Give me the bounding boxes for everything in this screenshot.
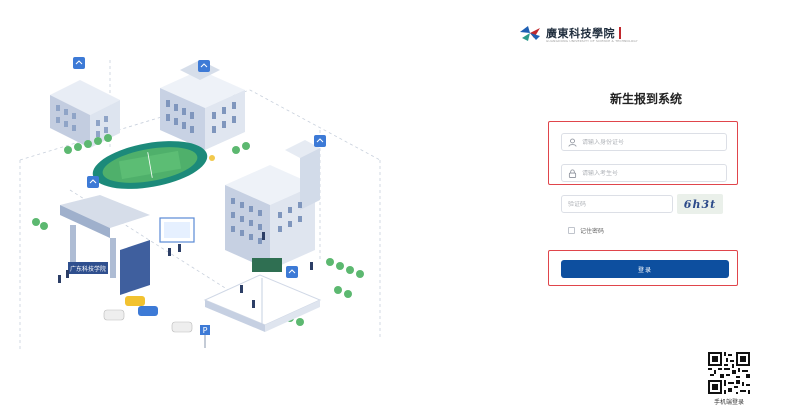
captcha-image[interactable]: 6h3t <box>677 194 723 214</box>
billboard <box>159 217 195 243</box>
highlight-frame-login <box>548 250 738 286</box>
captcha-input[interactable] <box>568 200 672 208</box>
logo-seal <box>619 27 621 39</box>
user-icon <box>568 138 577 147</box>
school-name: 廣東科技學院 <box>546 27 615 40</box>
id-card-field[interactable] <box>561 133 727 151</box>
people <box>58 232 313 308</box>
cars <box>103 296 193 333</box>
highlight-frame-inputs <box>548 121 738 185</box>
trees <box>32 134 364 326</box>
remember-checkbox[interactable] <box>568 227 575 234</box>
open-book <box>203 274 322 332</box>
gate-sign: 广东科技学院 <box>70 265 106 273</box>
building-center <box>160 60 245 150</box>
school-emblem-icon <box>520 26 540 41</box>
qr-code-icon[interactable] <box>708 352 750 394</box>
exam-number-field[interactable] <box>561 164 727 182</box>
building-left <box>50 80 120 148</box>
remember-label: 记住密码 <box>580 228 605 235</box>
chalkboard <box>252 258 282 272</box>
building-right <box>225 140 320 270</box>
lock-icon <box>568 169 577 178</box>
login-button[interactable]: 登录 <box>561 260 729 278</box>
school-logo: 廣東科技學院 GUANGDONG UNIVERSITY OF SCIENCE &… <box>518 22 638 44</box>
remember-password[interactable]: 记住密码 <box>563 226 604 235</box>
parking-sign: P <box>200 325 210 348</box>
mobile-login-label[interactable]: 手机端登录 <box>713 399 744 406</box>
captcha-text: 6h3t <box>683 197 717 211</box>
campus-gate: 广东科技学院 <box>60 195 150 295</box>
svg-text:P: P <box>203 326 208 335</box>
captcha-field[interactable] <box>561 195 673 213</box>
exam-number-input[interactable] <box>582 169 726 177</box>
campus-illustration: 广东科技学院 P <box>19 57 381 350</box>
id-card-input[interactable] <box>582 138 726 146</box>
page-title: 新生报到系统 <box>609 92 682 106</box>
school-name-en: GUANGDONG UNIVERSITY OF SCIENCE & TECHNO… <box>546 39 638 43</box>
sports-track <box>92 141 215 189</box>
pin-icons <box>73 57 326 278</box>
